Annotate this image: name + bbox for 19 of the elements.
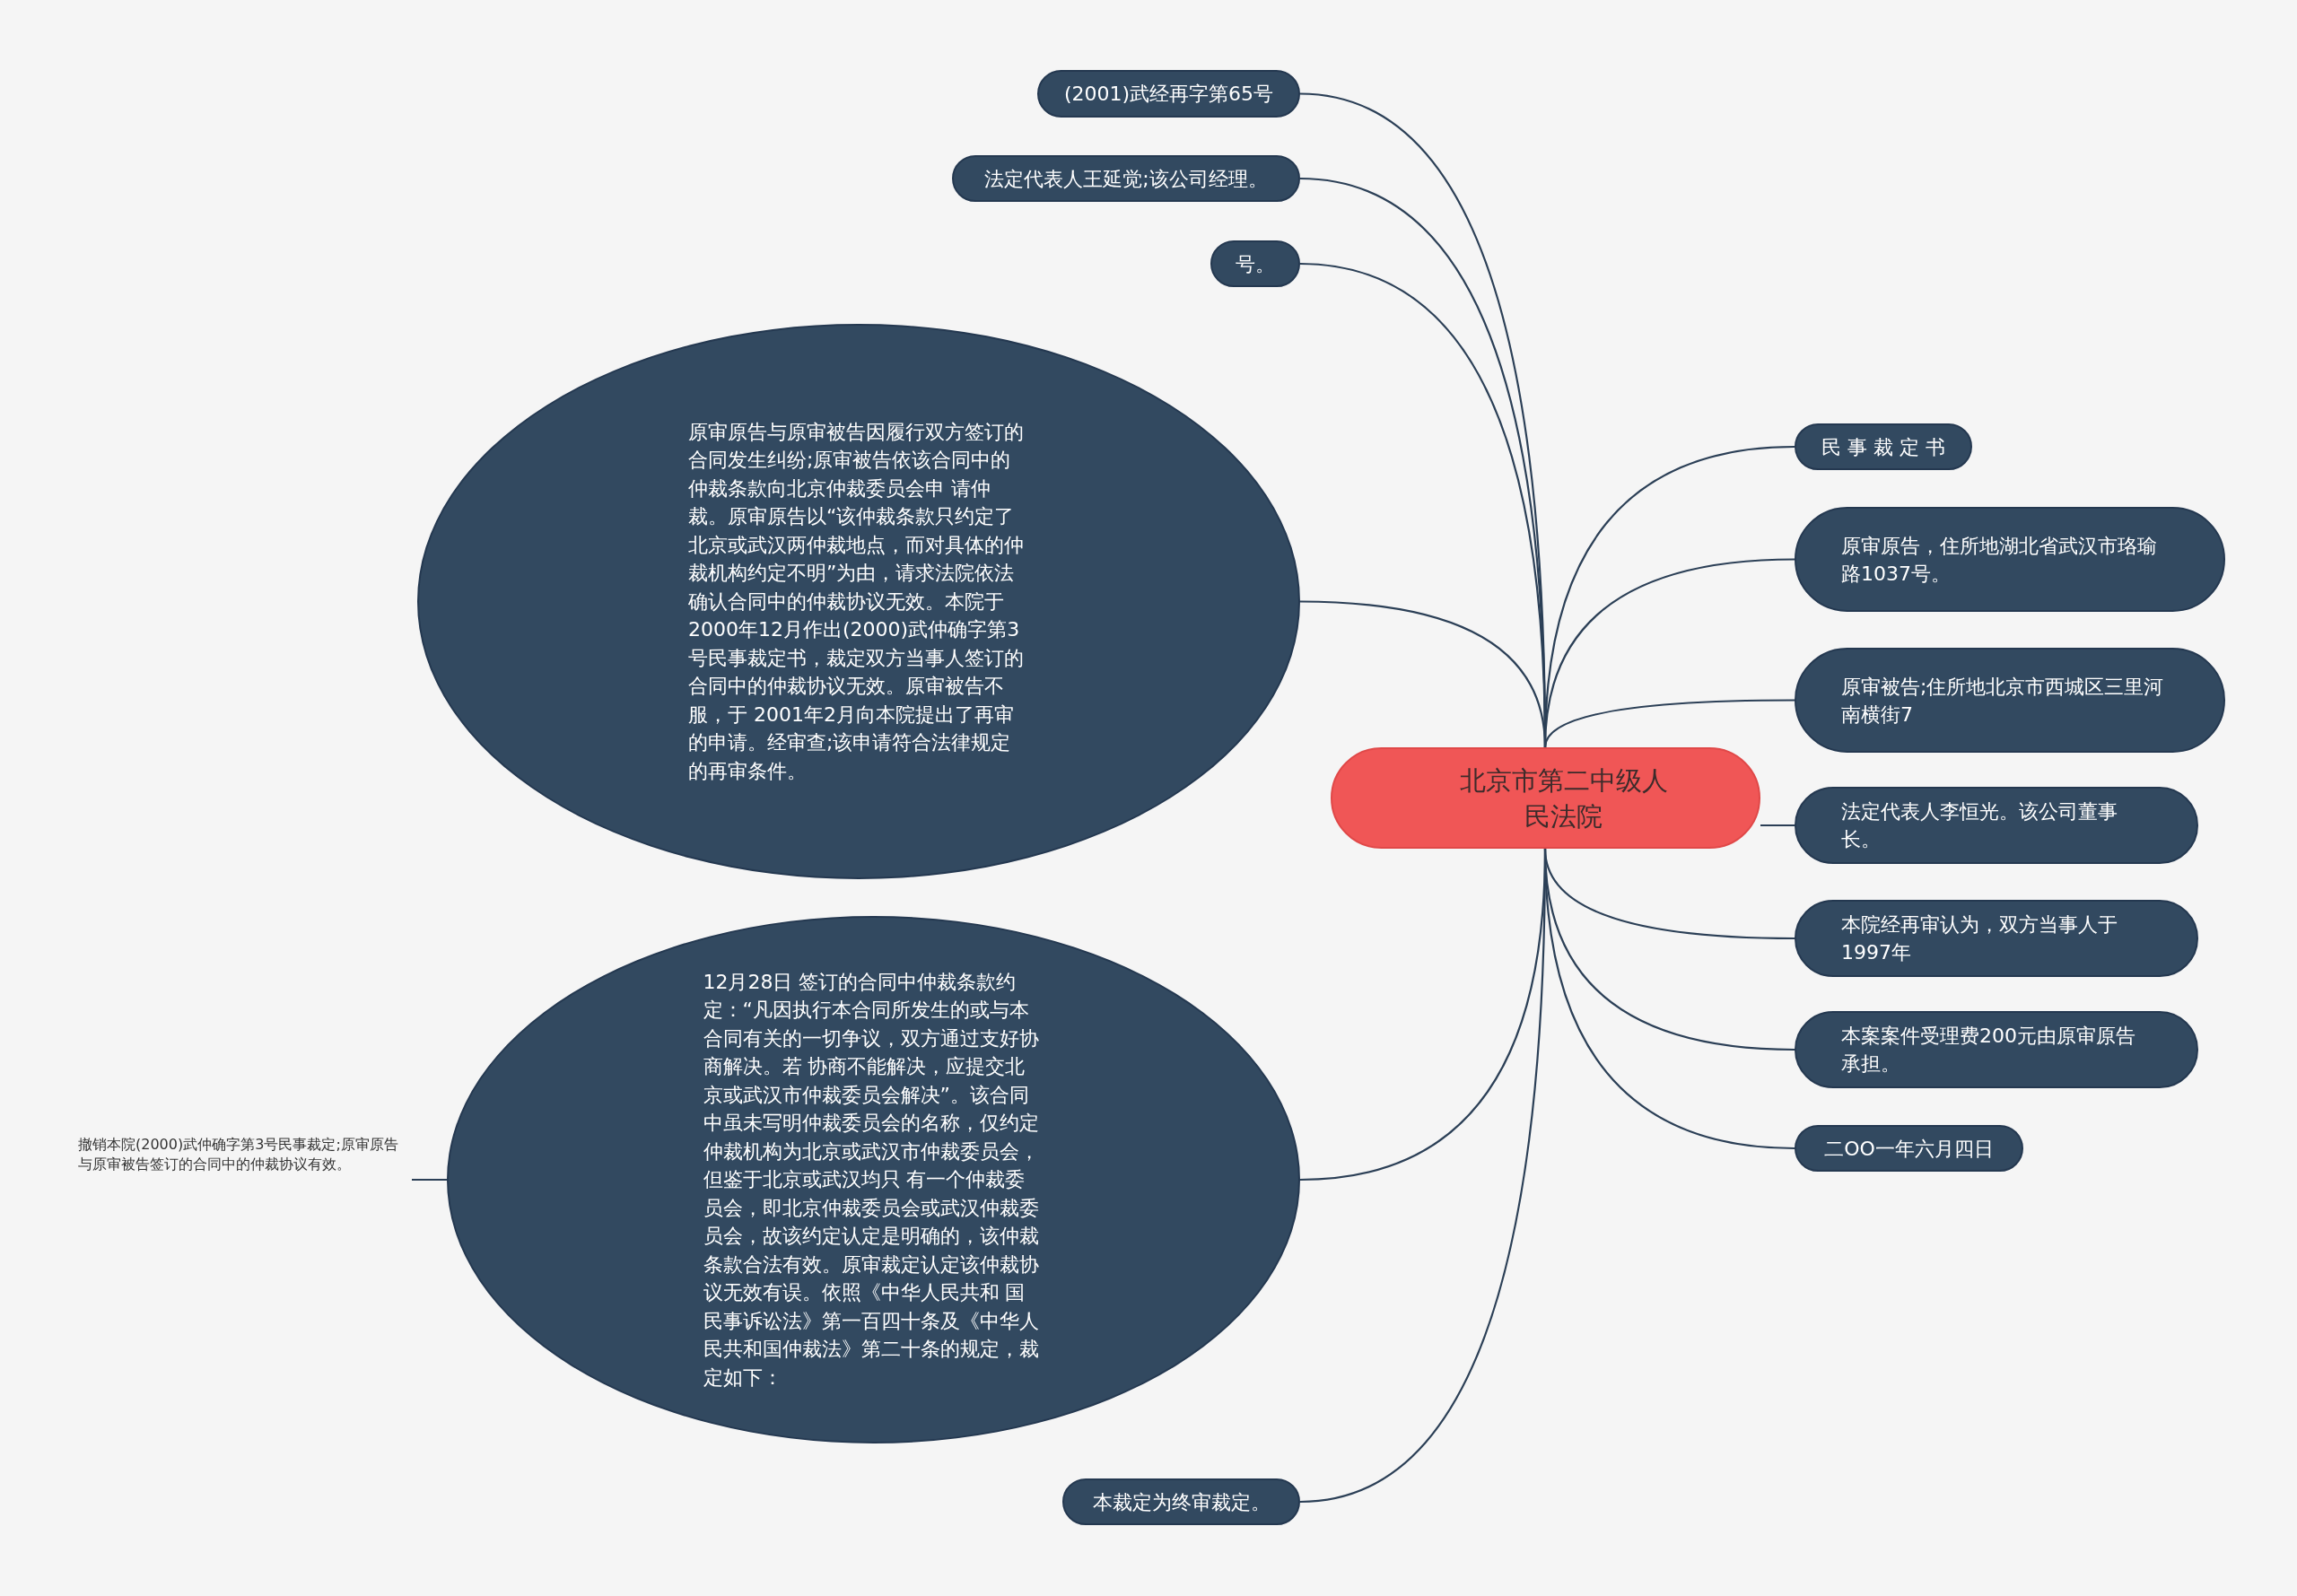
topic-pill: 法定代表人王延觉;该公司经理。: [952, 155, 1300, 202]
topic-pill: 本裁定为终审裁定。: [1062, 1478, 1300, 1525]
topic-pill: 二OO一年六月四日: [1795, 1125, 2023, 1172]
note-text: 撤销本院(2000)武仲确字第3号民事裁定;原审原告与原审被告签订的合同中的仲裁协议有效。: [78, 1135, 412, 1219]
connector-line: [1543, 699, 1795, 748]
topic-ellipse: 原审原告与原审被告因履行双方签订的合同发生纠纷;原审被告依该合同中的仲裁条款向北京仲裁委员会申 请仲裁。原审原告以“该仲裁条款只约定了北京或武汉两仲裁地点，而对具体的仲裁机构约定不明”为由，请求法院依法确认合同中的仲裁协议无效。本院于2000年12月作出(2000)武仲确字第3号民事裁定书，裁定双方当事人签订的合同中的仲裁协议无效。原审被告不服，于 2001年2月向本院提出了再审的申请。经审查;该申请符合法律规定的再审条件。: [417, 324, 1300, 879]
connector-line: [1543, 848, 1795, 1150]
connector-line: [1760, 824, 1795, 827]
topic-pill: 原审被告;住所地北京市西城区三里河南横街7: [1795, 648, 2225, 753]
root-node: 北京市第二中级人民法院: [1331, 747, 1760, 849]
topic-pill: 原审原告，住所地湖北省武汉市珞瑜路1037号。: [1795, 507, 2225, 612]
topic-pill: 号。: [1210, 240, 1300, 287]
topic-pill: 本案案件受理费200元由原审原告承担。: [1795, 1011, 2198, 1088]
topic-pill: 本院经再审认为，双方当事人于1997年: [1795, 900, 2198, 977]
topic-pill: 民 事 裁 定 书: [1795, 423, 1972, 470]
topic-pill: (2001)武经再字第65号: [1037, 70, 1300, 118]
topic-pill: 法定代表人李恒光。该公司董事长。: [1795, 787, 2198, 864]
connector-line: [412, 1178, 447, 1182]
topic-ellipse: 12月28日 签订的合同中仲裁条款约定：“凡因执行本合同所发生的或与本合同有关的一切争议，双方通过支好协商解决。若 协商不能解决，应提交北京或武汉市仲裁委员会解决”。该合同中虽未写明仲裁委员会的名称，仅约定仲裁机构为北京或武汉市仲裁委员会，但鉴于北京或武汉均只 有一个仲裁委员会，即北京仲裁委员会或武汉仲裁委员会，故该约定认定是明确的，该仲裁条款合法有效。原审裁定认定该仲裁协议无效有误。依照《中华人民共和 国民事诉讼法》第一百四十条及《中华人民共和国仲裁法》第二十条的规定，裁定如下：: [447, 916, 1300, 1443]
